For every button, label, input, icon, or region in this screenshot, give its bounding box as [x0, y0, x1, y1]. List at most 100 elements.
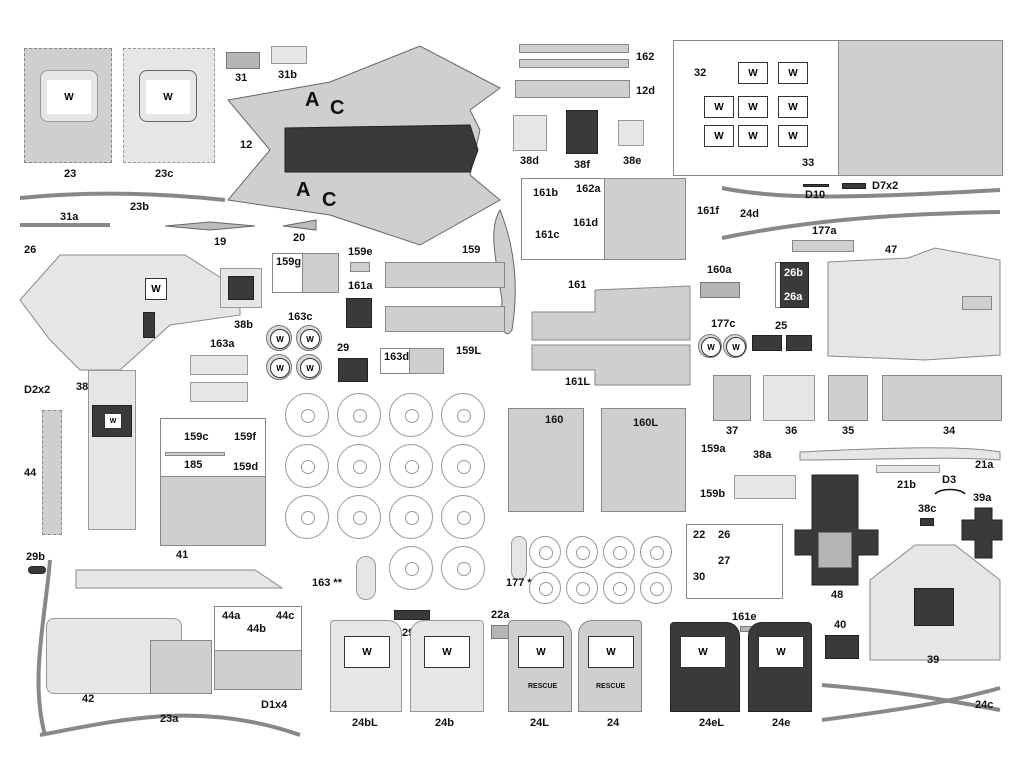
label-161d: 161d: [573, 217, 599, 229]
label-159b: 159b: [700, 488, 726, 500]
part-29: [338, 358, 368, 382]
part-41-strip: [75, 569, 284, 589]
label-163c: 163c: [288, 311, 313, 323]
label-37: 37: [726, 425, 739, 437]
part-22-30-sheet: [686, 524, 783, 599]
window-mark: W: [424, 636, 470, 668]
label-D1x4: D1x4: [261, 699, 288, 711]
label-160a: 160a: [707, 264, 732, 276]
label-31: 31: [235, 72, 248, 84]
part-177c-ring: W: [698, 334, 722, 358]
fuselage-letter-c-lower: C: [322, 189, 337, 211]
label-160L: 160L: [633, 417, 659, 429]
part-177-tread: [511, 536, 527, 580]
label-24bL: 24bL: [352, 717, 378, 729]
rescue-text: RESCUE: [596, 683, 626, 690]
label-30: 30: [693, 571, 706, 583]
label-38d: 38d: [520, 155, 539, 167]
label-22a: 22a: [491, 609, 510, 621]
window-mark: W: [726, 337, 746, 357]
part-44-panel: [214, 650, 302, 690]
label-159g: 159g: [276, 256, 302, 268]
label-20: 20: [293, 232, 306, 244]
part-23b-strip: [19, 191, 226, 202]
label-159c: 159c: [184, 431, 209, 443]
part-163c-ring: W: [296, 354, 322, 380]
window-mark: W: [270, 358, 290, 378]
label-44a: 44a: [222, 610, 241, 622]
window-mark: W: [518, 636, 564, 668]
label-24c: 24c: [975, 699, 994, 711]
label-159: 159: [462, 244, 481, 256]
label-26b: 26b: [784, 267, 803, 279]
label-162: 162: [636, 51, 655, 63]
part-20: [282, 219, 317, 231]
window-mark: W: [778, 125, 808, 147]
label-38: 38: [76, 381, 89, 393]
window-mark: W: [738, 125, 768, 147]
label-161f: 161f: [697, 205, 720, 217]
part-47-panel: [827, 247, 1001, 361]
part-163c-ring: W: [266, 325, 292, 351]
part-161a: [346, 298, 372, 328]
window-mark: W: [588, 636, 634, 668]
part-185-panel: [160, 476, 266, 546]
part-163-disc: [441, 546, 485, 590]
window-mark: W: [300, 358, 320, 378]
part-163-disc: [337, 495, 381, 539]
part-177-disc: [529, 572, 561, 604]
label-159d: 159d: [233, 461, 259, 473]
window-mark: W: [704, 96, 734, 118]
label-D2x2: D2x2: [24, 384, 51, 396]
window-mark: W: [701, 337, 721, 357]
part-163d-panel: [409, 348, 444, 374]
part-177-disc: [566, 572, 598, 604]
window-mark: W: [145, 278, 167, 300]
part-177a: [792, 240, 854, 252]
label-39: 39: [927, 654, 940, 666]
part-24d-strip-a: [721, 186, 1001, 199]
label-177-stars: 177 **: [506, 577, 536, 589]
part-38c: [920, 518, 934, 526]
part-D10: [803, 184, 829, 187]
part-38b-core: [228, 276, 254, 300]
window-mark: W: [680, 636, 726, 668]
window-mark: W: [738, 62, 768, 84]
label-12: 12: [240, 139, 253, 151]
label-40: 40: [834, 619, 847, 631]
window-mark: W: [778, 96, 808, 118]
part-159g-panel: [302, 253, 339, 293]
label-41: 41: [176, 549, 189, 561]
window-mark: W: [738, 96, 768, 118]
part-160: [508, 408, 584, 512]
fuselage-letter-a-lower: A: [296, 179, 311, 201]
part-161: [531, 285, 691, 341]
label-159L: 159L: [456, 345, 482, 357]
part-161-panel: [604, 178, 686, 260]
label-24: 24: [607, 717, 620, 729]
label-47: 47: [885, 244, 898, 256]
label-34: 34: [943, 425, 956, 437]
fuselage-letter-c: C: [330, 97, 345, 119]
part-26-panel: [19, 254, 241, 371]
label-38a: 38a: [753, 449, 772, 461]
label-26: 26: [24, 244, 37, 256]
label-185: 185: [184, 459, 203, 471]
part-163c-ring: W: [296, 325, 322, 351]
part-38f: [566, 110, 598, 154]
label-161a: 161a: [348, 280, 373, 292]
window-mark: W: [146, 80, 190, 114]
label-38f: 38f: [574, 159, 590, 171]
part-163-disc: [285, 444, 329, 488]
label-162a: 162a: [576, 183, 601, 195]
part-163a-b: [190, 382, 248, 402]
D3-bracket: [934, 488, 966, 495]
label-23a: 23a: [160, 713, 179, 725]
label-24d: 24d: [740, 208, 759, 220]
window-mark: W: [300, 329, 320, 349]
label-159f: 159f: [234, 431, 257, 443]
fuselage-letter-a: A: [305, 89, 320, 111]
label-23b: 23b: [130, 201, 149, 213]
label-19: 19: [214, 236, 227, 248]
label-177c: 177c: [711, 318, 736, 330]
